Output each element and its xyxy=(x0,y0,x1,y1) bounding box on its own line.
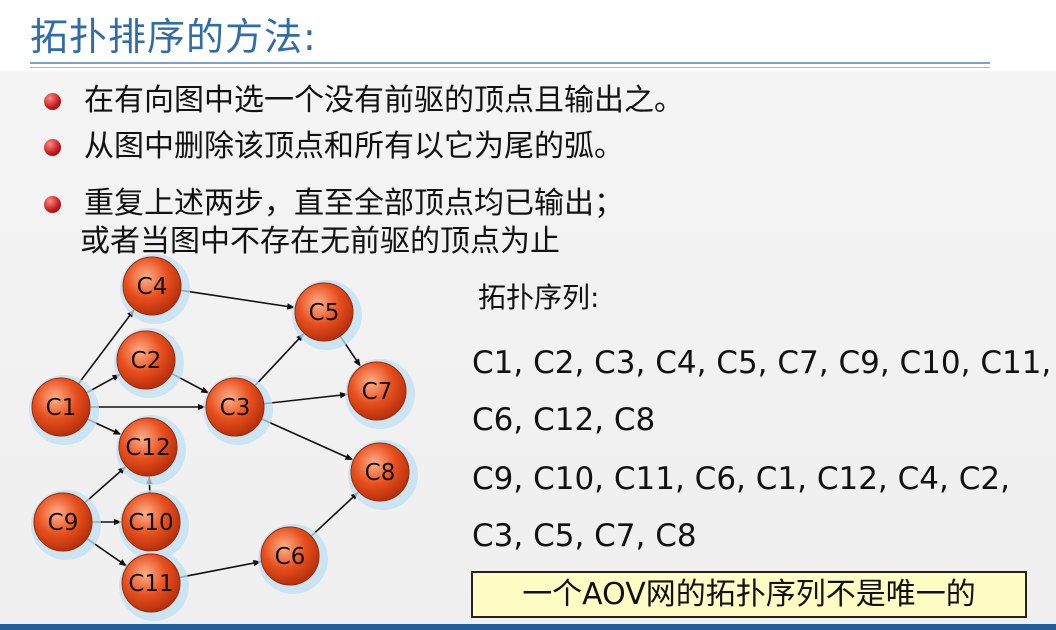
sequence-line: C6, C12, C8 xyxy=(472,402,656,438)
node-circle xyxy=(122,256,182,316)
edge-c11-c6 xyxy=(179,559,262,579)
node-c12: C12 xyxy=(116,415,186,485)
node-label: C11 xyxy=(128,571,173,597)
bullet-text: 重复上述两步，直至全部顶点均已输出； xyxy=(84,186,624,221)
node-label: C8 xyxy=(365,460,396,486)
sequence-line: C1, C2, C3, C4, C5, C7, C9, C10, C11, xyxy=(472,345,1052,381)
bullet-text: 在有向图中选一个没有前驱的顶点且输出之。 xyxy=(84,83,684,118)
node-c2: C2 xyxy=(114,328,184,398)
node-circle xyxy=(116,330,176,390)
node-c1: C1 xyxy=(29,375,99,445)
node-circle xyxy=(33,492,93,552)
node-circle xyxy=(260,526,320,586)
node-c3: C3 xyxy=(203,375,273,445)
node-circle xyxy=(121,492,181,552)
node-label: C2 xyxy=(131,348,162,374)
bullet-text: 从图中删除该顶点和所有以它为尾的弧。 xyxy=(84,129,624,164)
note-box: 一个AOV网的拓扑序列不是唯一的 xyxy=(471,571,1027,618)
edge-c3-c5 xyxy=(254,333,305,387)
node-circle xyxy=(31,377,91,437)
bullet-text-continuation: 或者当图中不存在无前驱的顶点为止 xyxy=(80,224,560,259)
node-label: C6 xyxy=(275,544,306,570)
node-c11: C11 xyxy=(119,551,189,621)
node-c10: C10 xyxy=(119,490,189,560)
edge-c4-c5 xyxy=(180,289,296,310)
node-c4: C4 xyxy=(120,254,190,324)
edge-c9-c12 xyxy=(84,466,127,504)
bottom-bar xyxy=(0,624,1056,630)
node-label: C1 xyxy=(46,395,77,421)
node-circle xyxy=(294,282,354,342)
node-c7: C7 xyxy=(345,359,415,429)
node-c9: C9 xyxy=(31,490,101,560)
node-label: C10 xyxy=(128,510,173,536)
sequence-label: 拓扑序列: xyxy=(478,281,600,314)
edge-c3-c7 xyxy=(263,391,348,405)
bullet-dot-icon xyxy=(44,93,61,110)
node-c6: C6 xyxy=(258,524,328,594)
title-divider xyxy=(30,62,990,64)
edge-c6-c8 xyxy=(310,491,359,537)
title-divider-thin xyxy=(30,67,990,68)
sequence-line: C9, C10, C11, C6, C1, C12, C4, C2, xyxy=(472,461,1010,497)
sequence-line: C3, C5, C7, C8 xyxy=(472,518,697,554)
node-label: C9 xyxy=(48,510,79,536)
bullet-dot-icon xyxy=(44,196,61,213)
node-label: C4 xyxy=(137,274,168,300)
node-circle xyxy=(347,361,407,421)
node-c5: C5 xyxy=(292,280,362,350)
page-title: 拓扑排序的方法: xyxy=(30,15,317,59)
node-label: C5 xyxy=(309,300,340,326)
node-circle xyxy=(118,417,178,477)
node-c8: C8 xyxy=(348,440,418,510)
node-circle xyxy=(121,553,181,613)
node-label: C3 xyxy=(220,395,251,421)
node-circle xyxy=(205,377,265,437)
node-label: C12 xyxy=(125,435,170,461)
bullet-dot-icon xyxy=(44,139,61,156)
edge-c3-c8 xyxy=(261,418,354,461)
node-label: C7 xyxy=(362,379,393,405)
node-circle xyxy=(350,442,410,502)
edge-c1-c4 xyxy=(77,309,135,385)
